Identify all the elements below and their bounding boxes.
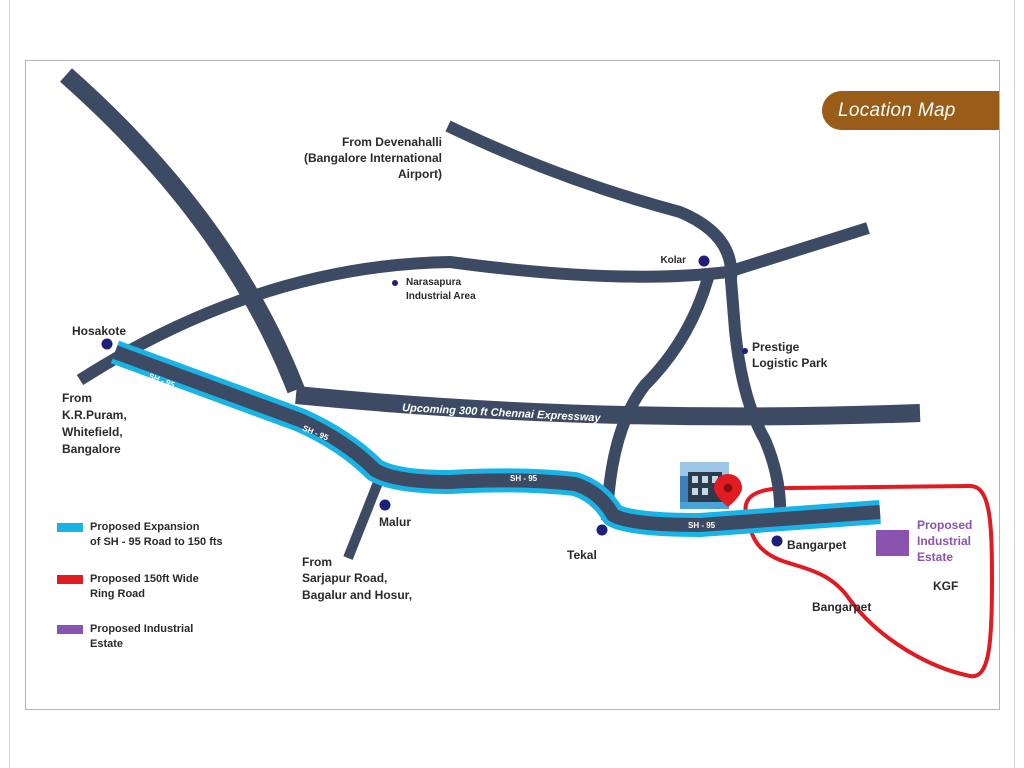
map-pin-icon <box>714 474 742 507</box>
label-malur: Malur <box>379 515 411 529</box>
road-devenahalli <box>445 120 738 286</box>
sh95-road <box>112 345 881 532</box>
page-edge-right <box>1014 0 1015 768</box>
ring-road <box>743 484 994 679</box>
legend-label: Proposed 150ft Wide Ring Road <box>90 573 199 600</box>
label-hosakote: Hosakote <box>72 324 126 338</box>
road-label-sh95-d: SH - 95 <box>688 521 716 530</box>
road-hosakote-kolar <box>76 222 870 386</box>
label-tekal: Tekal <box>567 548 597 562</box>
label-from-kr-puram: From <box>62 391 92 405</box>
label-bangarpet-region: Bangarpet <box>812 600 871 614</box>
label-bangalore-airport: (Bangalore International <box>304 151 442 165</box>
road-label-sh95-c: SH - 95 <box>510 474 538 483</box>
prestige-dot <box>742 348 748 354</box>
label-logistic-park: Logistic Park <box>752 356 828 370</box>
road-kolar-tekal <box>601 276 714 521</box>
bangarpet-dot <box>771 535 783 547</box>
label-prestige: Prestige <box>752 340 800 354</box>
label-industrial: Industrial <box>917 534 971 548</box>
malur-dot <box>379 499 391 511</box>
legend-label: Proposed Industrial Estate <box>90 623 194 650</box>
hosakote-dot <box>101 338 113 350</box>
label-sarjapur-road: Sarjapur Road, <box>302 571 387 585</box>
label-proposed: Proposed <box>917 518 972 532</box>
label-whitefield: Whitefield, <box>62 425 123 439</box>
narasapura-dot <box>392 280 398 286</box>
label-from-sarjapur: From <box>302 555 332 569</box>
label-industrial-area: Industrial Area <box>406 291 476 302</box>
label-estate: Estate <box>917 550 953 564</box>
label-kr-puram: K.R.Puram, <box>62 408 127 422</box>
road-northwest <box>60 68 305 394</box>
label-bagalur-hosur: Bagalur and Hosur, <box>302 588 412 602</box>
legend-swatch-red <box>57 575 83 584</box>
road-malur-sarjapur <box>343 473 386 560</box>
legend-item-industrial-estate: Proposed Industrial Estate <box>57 622 277 656</box>
legend-item-ring-road: Proposed 150ft Wide Ring Road <box>57 572 277 606</box>
label-narasapura: Narasapura <box>406 277 461 288</box>
legend-swatch-purple <box>57 625 83 634</box>
page-edge-left <box>9 0 10 768</box>
location-map-title: Location Map <box>822 91 999 130</box>
label-kolar: Kolar <box>660 255 686 266</box>
label-from-devenahalli: From Devenahalli <box>342 135 442 149</box>
chennai-expressway <box>295 386 921 426</box>
label-bangalore: Bangalore <box>62 442 121 456</box>
road-kolar-bangarpet <box>725 279 787 521</box>
legend-swatch-blue <box>57 523 83 532</box>
label-kgf: KGF <box>933 579 958 593</box>
label-airport: Airport) <box>398 167 442 181</box>
tekal-dot <box>596 524 608 536</box>
industrial-estate-square <box>876 530 909 556</box>
legend-item-sh95-expansion: Proposed Expansion of SH - 95 Road to 15… <box>57 520 277 554</box>
legend-label: Proposed Expansion of SH - 95 Road to 15… <box>90 521 223 548</box>
kolar-dot <box>698 255 710 267</box>
label-bangarpet-station: Bangarpet <box>787 538 846 552</box>
